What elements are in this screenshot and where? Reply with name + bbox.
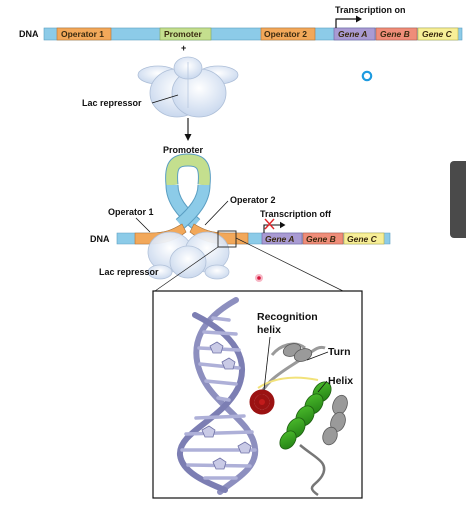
- bottom-dna-strand: DNA Gene A Gene B Gene C: [90, 223, 391, 245]
- transcription-on-arrow: [335, 15, 362, 28]
- bottom-repressor-label: Lac repressor: [99, 267, 159, 277]
- top-repressor-leader: [151, 94, 179, 104]
- helix-leader: [317, 380, 328, 393]
- top-gene-c-segment: [417, 27, 459, 41]
- dna-loop: [165, 153, 211, 229]
- top-operator1-segment: [56, 27, 112, 41]
- down-arrow: [184, 118, 192, 141]
- zoom-connector-right: [235, 237, 344, 292]
- side-tab[interactable]: [450, 161, 466, 238]
- top-promoter-label: Promoter: [164, 29, 202, 39]
- top-operator2-segment: [260, 27, 316, 41]
- top-operator2-label: Operator 2: [264, 29, 307, 39]
- plus-sign: +: [181, 43, 186, 53]
- operator2-leader: [204, 200, 229, 226]
- top-gene-b-label: Gene B: [380, 29, 410, 39]
- operator1-leader: [135, 217, 151, 233]
- bottom-gene-b-label: Gene B: [306, 234, 336, 244]
- top-dna-strand: DNA Operator 1 Promoter Operator 2 Gene …: [19, 27, 463, 41]
- top-repressor-label: Lac repressor: [82, 98, 142, 108]
- transcription-off-label: Transcription off: [260, 209, 332, 219]
- dna-double-helix: [177, 297, 259, 495]
- helix-label: Helix: [328, 375, 353, 387]
- top-gene-b-segment: [375, 27, 418, 41]
- recognition-label-line1: Recognition: [257, 311, 318, 323]
- bottom-gene-c-label: Gene C: [347, 234, 378, 244]
- recognition-label-line2: helix: [257, 324, 281, 336]
- bottom-gene-a-segment: [261, 232, 303, 245]
- top-gene-c-label: Gene C: [422, 29, 453, 39]
- top-promoter-segment: [159, 27, 212, 41]
- cursor-dot-icon: [257, 276, 261, 280]
- zoom-connector-left: [154, 246, 219, 292]
- transcription-on-label: Transcription on: [335, 5, 406, 15]
- bottom-gene-c-segment: [343, 232, 385, 245]
- turn-leader: [306, 351, 329, 361]
- operator1-label: Operator 1: [108, 207, 154, 217]
- bottom-gene-a-label: Gene A: [265, 234, 294, 244]
- repressor-headpiece: [249, 342, 348, 497]
- recognition-leader: [263, 336, 271, 391]
- blocked-x-icon: [264, 218, 275, 230]
- operator2-label: Operator 2: [230, 195, 276, 205]
- top-dna-label: DNA: [19, 29, 39, 39]
- top-lac-repressor: [137, 56, 239, 118]
- turn-label: Turn: [328, 346, 351, 358]
- top-gene-a-label: Gene A: [338, 29, 367, 39]
- top-gene-a-segment: [333, 27, 376, 41]
- bottom-dna-label: DNA: [90, 234, 110, 244]
- top-operator1-label: Operator 1: [61, 29, 104, 39]
- transcription-off-arrow: [263, 221, 286, 233]
- zoom-region-box: [217, 230, 237, 248]
- bottom-gene-b-segment: [302, 232, 344, 245]
- bottom-lac-repressor: [147, 231, 230, 280]
- recognition-helix-core: [259, 399, 265, 405]
- promoter-label: Promoter: [163, 145, 204, 155]
- cursor-ring-icon: [361, 70, 373, 82]
